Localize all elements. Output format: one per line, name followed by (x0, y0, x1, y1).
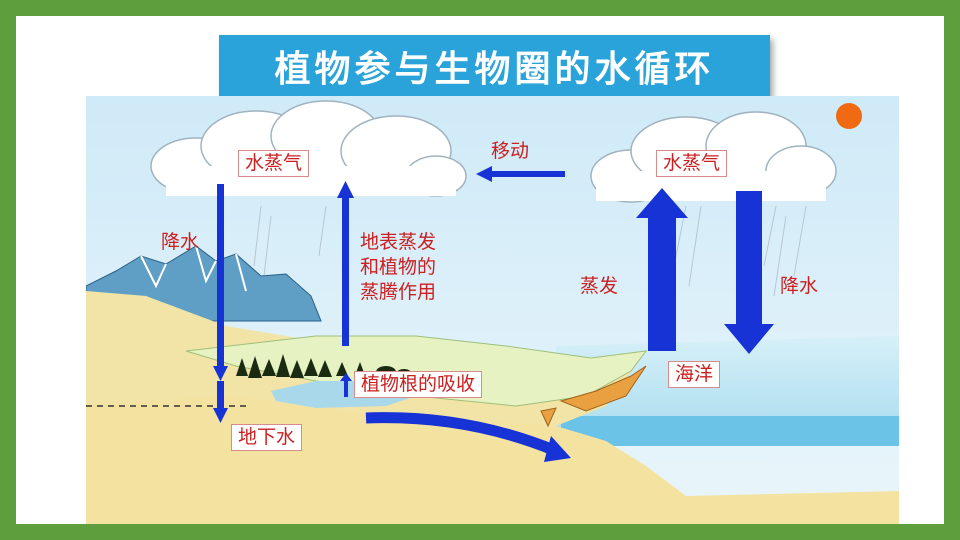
arrow-evaporation-up (648, 216, 676, 351)
label-move: 移动 (491, 140, 530, 162)
arrow-root-absorption (344, 379, 348, 397)
rain-left (253, 205, 327, 277)
arrow-precip-right (736, 191, 762, 326)
label-evap-line1: 地表蒸发 (360, 231, 437, 253)
label-vapor-right: 水蒸气 (656, 150, 728, 177)
cloud-left (150, 100, 467, 197)
label-evap-line2: 和植物的 (360, 256, 437, 278)
sun-icon (836, 103, 862, 129)
label-precip-right: 降水 (780, 275, 819, 297)
slide: 植物参与生物圈的水循环 (16, 16, 944, 524)
arrow-transpiration-up (342, 196, 349, 346)
label-vapor-left: 水蒸气 (238, 150, 310, 177)
deep-sea (561, 416, 899, 446)
title-banner: 植物参与生物圈的水循环 (219, 35, 770, 97)
label-evap-line3: 蒸腾作用 (360, 281, 437, 303)
arrow-to-groundwater (213, 408, 228, 423)
coast (559, 365, 647, 412)
page-title: 植物参与生物圈的水循环 (274, 48, 715, 90)
label-groundwater: 地下水 (231, 424, 303, 451)
arrow-move (490, 171, 565, 177)
label-ocean: 海洋 (668, 361, 721, 388)
sea (556, 336, 899, 441)
water-cycle-diagram: 水蒸气 水蒸气 移动 降水 地表蒸发 和植物的 蒸腾作用 蒸发 降水 海洋 植物… (86, 96, 899, 524)
label-precip-left: 降水 (161, 231, 200, 253)
label-evaporation: 蒸发 (580, 275, 619, 297)
label-root-absorption: 植物根的吸收 (354, 371, 483, 398)
arrow-precip-left (217, 184, 224, 369)
arrow-groundwater-flow (365, 412, 559, 457)
